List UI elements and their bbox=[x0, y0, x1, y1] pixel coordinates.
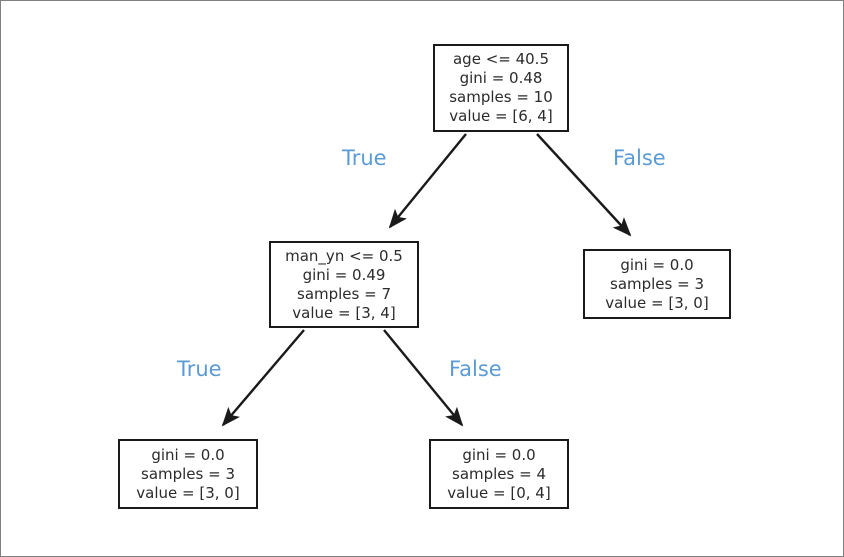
edge-root-to-inner bbox=[388, 133, 467, 229]
node-leaf-lower-left-gini: gini = 0.0 bbox=[151, 445, 225, 464]
tree-node-leaf-lower-left[interactable]: gini = 0.0 samples = 3 value = [3, 0] bbox=[118, 439, 258, 509]
node-root-value: value = [6, 4] bbox=[449, 107, 553, 125]
node-inner-value: value = [3, 4] bbox=[292, 303, 396, 322]
node-leaf-lower-left-samples: samples = 3 bbox=[141, 464, 235, 483]
edge-label-inner-false: False bbox=[449, 357, 502, 381]
node-leaf-right-samples: samples = 3 bbox=[610, 274, 704, 293]
edge-label-root-false: False bbox=[613, 146, 666, 170]
node-inner-samples: samples = 7 bbox=[297, 284, 391, 303]
edge-inner-to-leaf-lower-left bbox=[221, 329, 305, 427]
edge-label-inner-true: True bbox=[177, 357, 222, 381]
tree-node-leaf-right[interactable]: gini = 0.0 samples = 3 value = [3, 0] bbox=[583, 249, 731, 319]
node-leaf-lower-left-value: value = [3, 0] bbox=[136, 483, 240, 502]
node-root-condition: age <= 40.5 bbox=[452, 50, 549, 68]
edge-inner-to-leaf-lower-right bbox=[383, 329, 464, 427]
node-leaf-lower-right-value: value = [0, 4] bbox=[447, 483, 551, 502]
node-inner-condition: man_yn <= 0.5 bbox=[285, 246, 403, 265]
edge-label-root-true: True bbox=[342, 146, 387, 170]
edge-root-to-leaf-right bbox=[536, 133, 632, 237]
node-leaf-lower-right-gini: gini = 0.0 bbox=[462, 445, 536, 464]
node-root-gini: gini = 0.48 bbox=[459, 69, 543, 87]
tree-node-root[interactable]: age <= 40.5 gini = 0.48 samples = 10 val… bbox=[433, 44, 569, 132]
tree-node-inner[interactable]: man_yn <= 0.5 gini = 0.49 samples = 7 va… bbox=[269, 241, 419, 328]
node-root-samples: samples = 10 bbox=[449, 88, 553, 106]
node-leaf-right-gini: gini = 0.0 bbox=[620, 255, 694, 274]
node-leaf-right-value: value = [3, 0] bbox=[605, 293, 709, 312]
tree-node-leaf-lower-right[interactable]: gini = 0.0 samples = 4 value = [0, 4] bbox=[429, 439, 569, 509]
node-leaf-lower-right-samples: samples = 4 bbox=[452, 464, 546, 483]
node-inner-gini: gini = 0.49 bbox=[302, 265, 386, 284]
